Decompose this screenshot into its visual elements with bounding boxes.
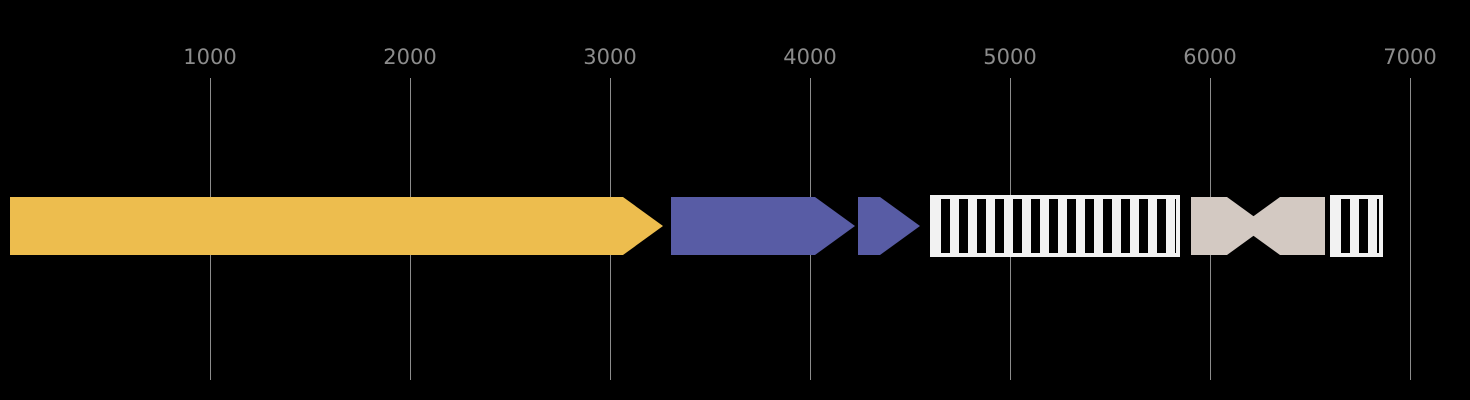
genome-feature[interactable] xyxy=(930,195,1180,257)
feature-shape xyxy=(671,197,855,255)
genome-feature[interactable] xyxy=(1330,195,1383,257)
axis-tick-label: 1000 xyxy=(183,45,237,69)
gridline xyxy=(1410,78,1411,380)
feature-shape xyxy=(10,197,663,255)
feature-shape xyxy=(930,195,1180,257)
feature-shape xyxy=(1330,195,1383,257)
genome-feature[interactable] xyxy=(858,197,920,255)
axis-tick-label: 7000 xyxy=(1383,45,1437,69)
genome-feature[interactable] xyxy=(671,197,855,255)
genome-feature[interactable] xyxy=(1191,197,1267,255)
feature-shape xyxy=(1191,197,1267,255)
axis-tick-label: 3000 xyxy=(583,45,637,69)
axis-tick-label: 5000 xyxy=(983,45,1037,69)
feature-shape xyxy=(1240,197,1325,255)
axis-tick-label: 4000 xyxy=(783,45,837,69)
feature-shape xyxy=(858,197,920,255)
genome-feature[interactable] xyxy=(1240,197,1325,255)
genome-feature[interactable] xyxy=(10,197,663,255)
axis-tick-label: 6000 xyxy=(1183,45,1237,69)
axis-tick-label: 2000 xyxy=(383,45,437,69)
